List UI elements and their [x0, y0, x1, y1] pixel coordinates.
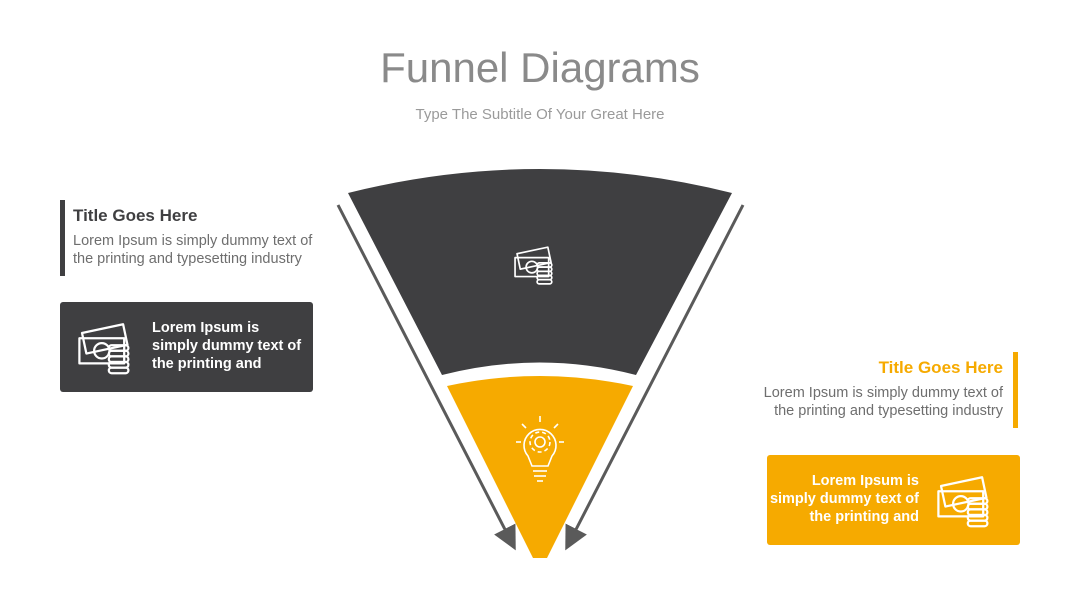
- right-guide-arrow: [565, 204, 745, 551]
- right-block-description: Lorem Ipsum is simply dummy text of the …: [763, 385, 1003, 419]
- left-guide-arrow: [336, 204, 516, 551]
- money-icon: [937, 476, 989, 528]
- money-icon: [78, 323, 130, 375]
- right-card-text: Lorem Ipsum is simply dummy text of the …: [769, 473, 919, 525]
- left-text-block: Title Goes Here Lorem Ipsum is simply du…: [60, 200, 363, 276]
- right-text-block: Title Goes Here Lorem Ipsum is simply du…: [720, 352, 1018, 428]
- right-info-card: Lorem Ipsum is simply dummy text of the …: [767, 455, 1020, 545]
- page-subtitle: Type The Subtitle Of Your Great Here: [415, 106, 665, 123]
- right-block-title: Title Goes Here: [878, 358, 1003, 377]
- funnel-stage-bottom: [447, 376, 633, 558]
- left-info-card: Lorem Ipsum is simply dummy text of the …: [60, 302, 313, 392]
- left-block-title: Title Goes Here: [73, 206, 198, 225]
- left-card-text: Lorem Ipsum is simply dummy text of the …: [152, 320, 302, 372]
- lightbulb-gear-icon: [516, 416, 564, 482]
- page-title: Funnel Diagrams: [380, 44, 700, 91]
- left-block-description: Lorem Ipsum is simply dummy text of the …: [73, 233, 313, 267]
